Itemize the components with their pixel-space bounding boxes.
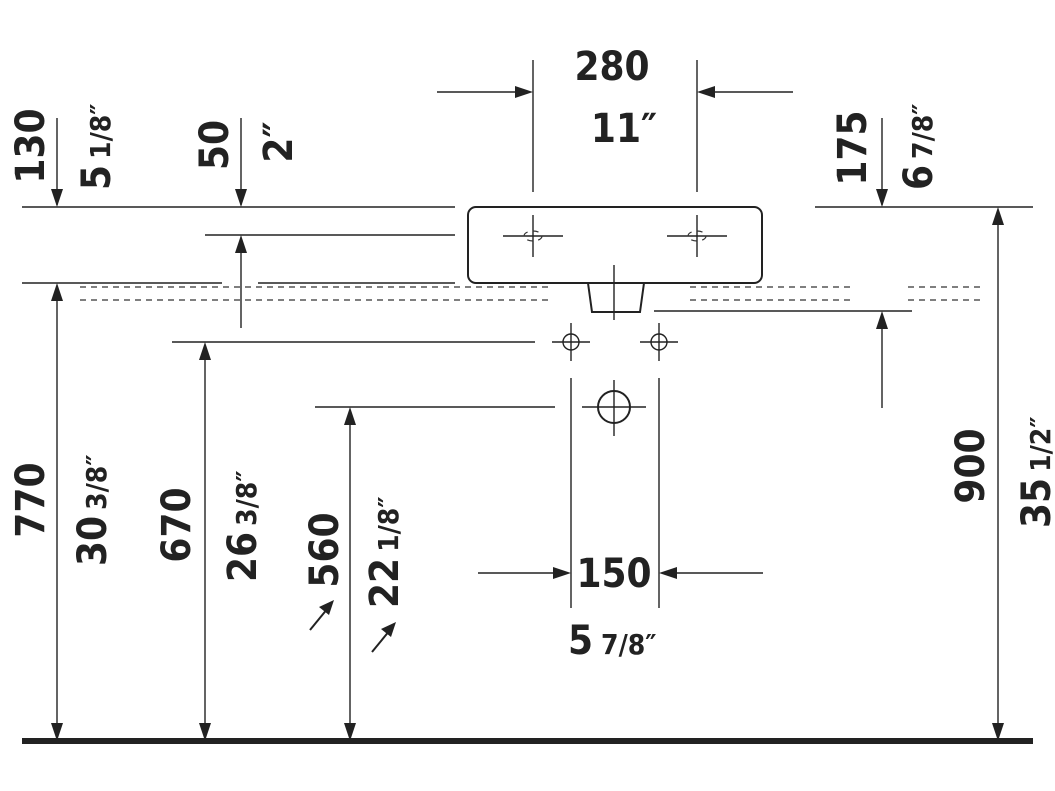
right-offset-mm-label: 175 — [830, 110, 876, 185]
extension-lines — [22, 60, 1033, 608]
h770-mm-label: 770 — [8, 462, 54, 537]
dimension-lines — [51, 86, 1004, 741]
spacing-mm-label: 150 — [576, 551, 651, 597]
hidden-lines — [80, 286, 980, 301]
left-offset-mm-label: 130 — [8, 108, 54, 183]
h900-in-label: 351/2″ — [1014, 416, 1055, 528]
width-in-label: 11″ — [591, 106, 657, 152]
width-mm-label: 280 — [574, 44, 649, 90]
h560-mm-label: 560 — [302, 512, 348, 587]
h900-mm-label: 900 — [948, 428, 994, 503]
h670-mm-label: 670 — [154, 487, 200, 562]
left-offset-in-label: 51/8″ — [74, 103, 120, 190]
wall-connections — [552, 323, 678, 436]
small-depth-mm-label: 50 — [192, 120, 238, 170]
h770-in-label: 303/8″ — [70, 454, 116, 566]
h560-in-label: 221/8″ — [362, 496, 408, 608]
small-depth-in-label: 2″ — [256, 121, 302, 162]
basin-outline — [467, 206, 763, 320]
right-offset-in-label: 67/8″ — [896, 103, 942, 190]
h670-in-label: 263/8″ — [220, 470, 266, 582]
